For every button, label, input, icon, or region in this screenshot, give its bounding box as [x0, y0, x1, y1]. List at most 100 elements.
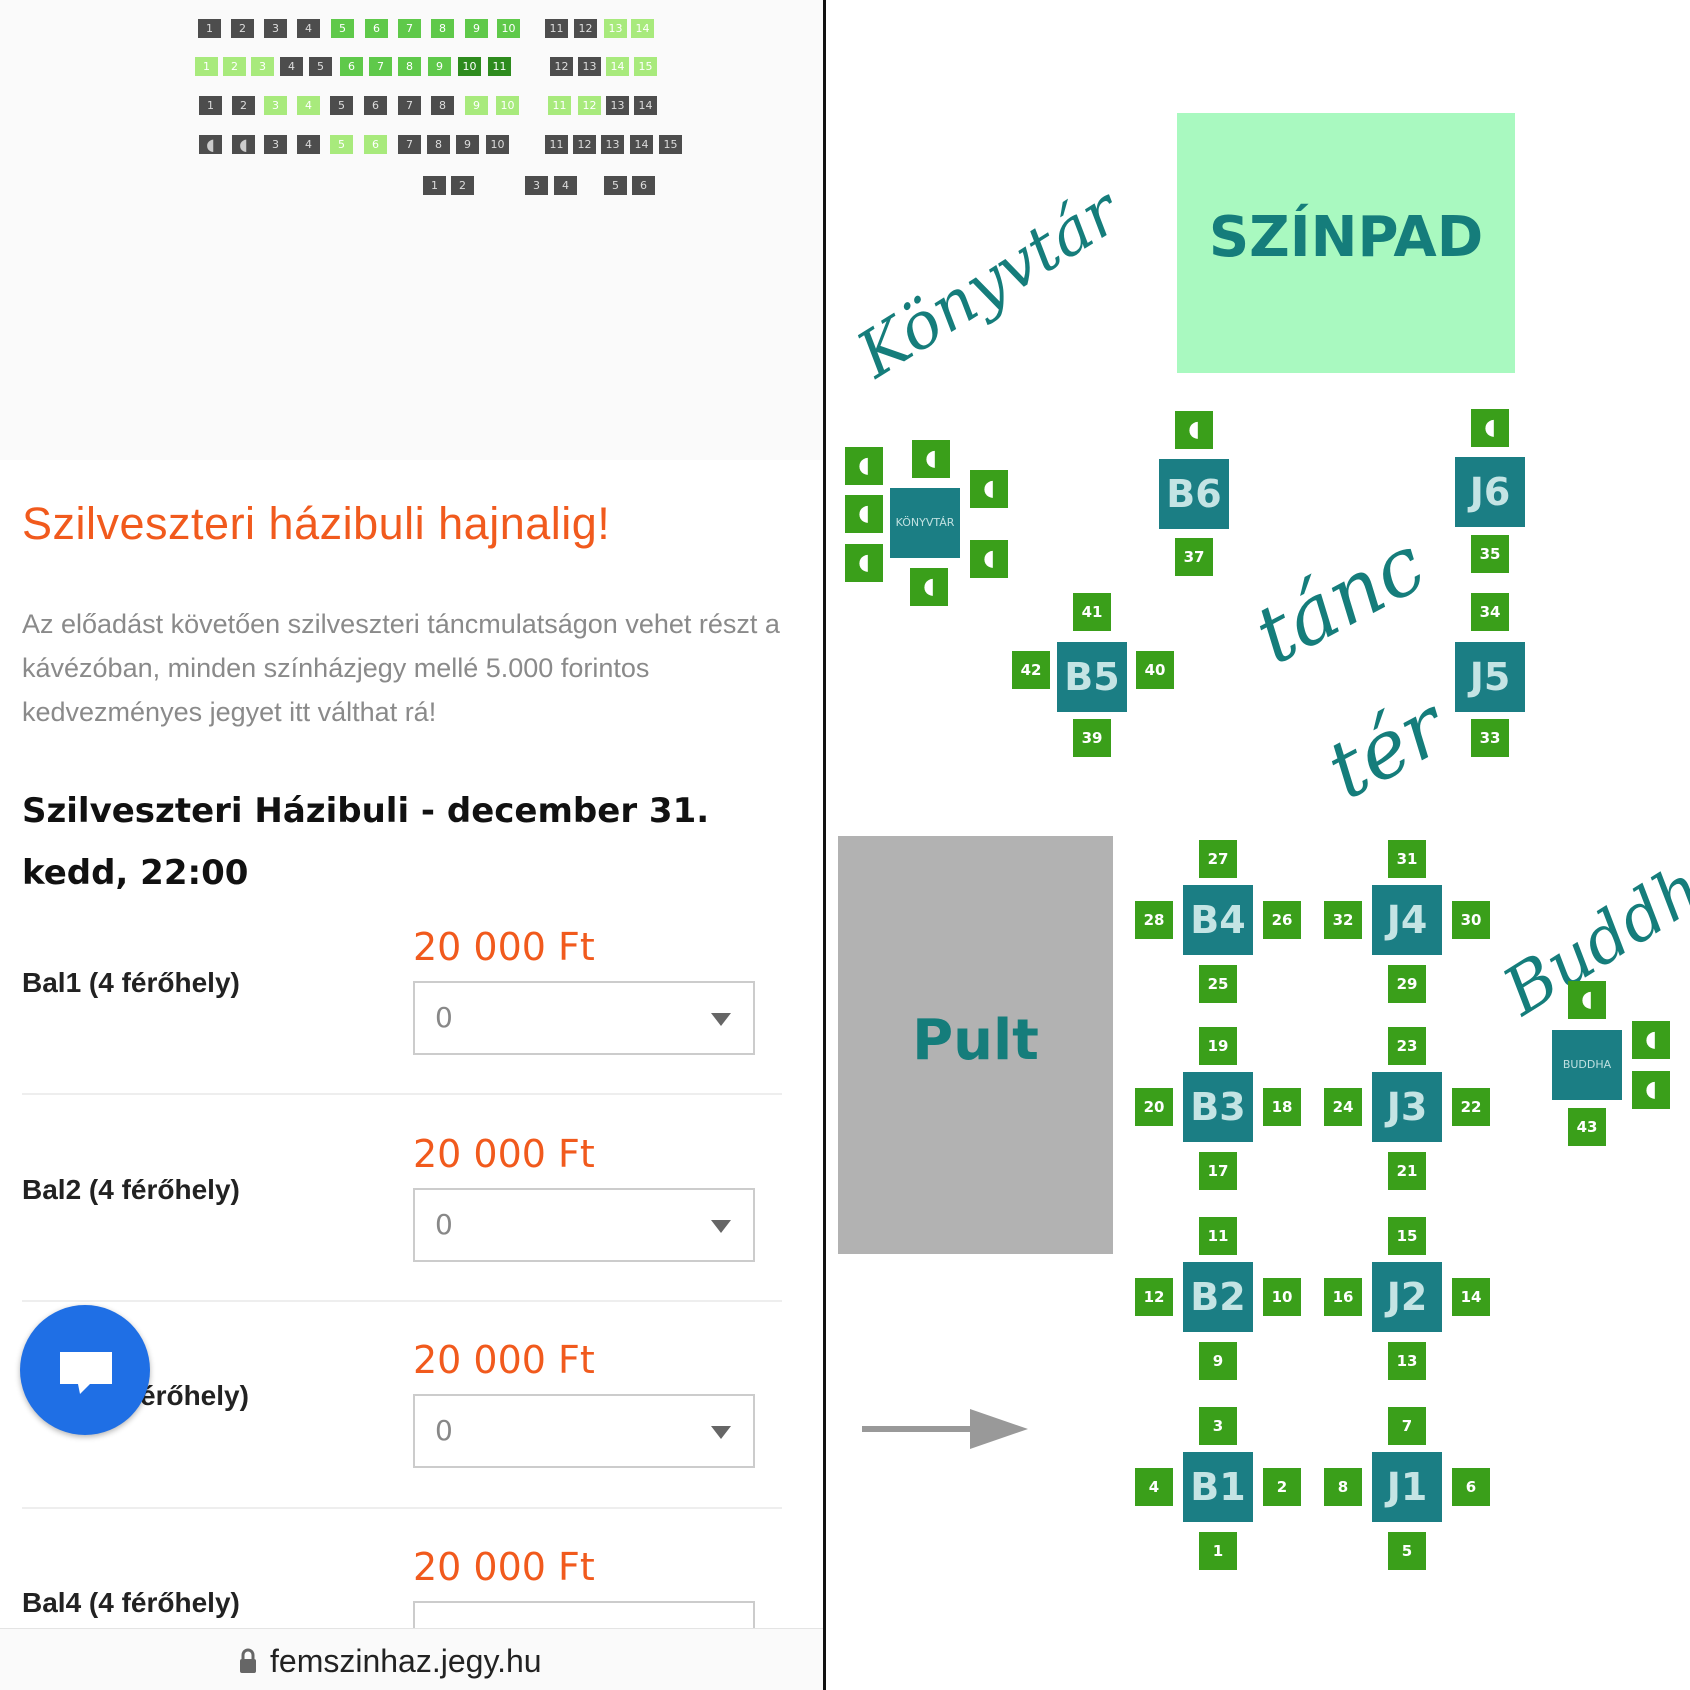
seat[interactable]: 1 — [195, 57, 218, 76]
chair-seat[interactable]: 3 — [1199, 1407, 1237, 1445]
seat[interactable]: 10 — [458, 57, 481, 76]
chair-seat[interactable]: 27 — [1199, 840, 1237, 878]
seat[interactable]: 11 — [545, 19, 568, 38]
seat[interactable]: 5 — [604, 176, 627, 195]
table-b4[interactable]: B4 — [1183, 885, 1253, 955]
seat[interactable]: 3 — [264, 135, 287, 154]
seat[interactable]: 6 — [364, 96, 387, 115]
chair-seat[interactable]: 5 — [1388, 1532, 1426, 1570]
chair-seat[interactable]: 41 — [1073, 593, 1111, 631]
quantity-select[interactable]: 0 — [413, 1394, 755, 1468]
chair-seat[interactable]: 19 — [1199, 1027, 1237, 1065]
seat[interactable]: 6 — [365, 19, 388, 38]
table-b3[interactable]: B3 — [1183, 1072, 1253, 1142]
chair-seat[interactable]: 29 — [1388, 965, 1426, 1003]
half-seat[interactable]: ◖ — [845, 447, 883, 485]
chair-seat[interactable]: 11 — [1199, 1217, 1237, 1255]
seat[interactable]: 9 — [456, 135, 479, 154]
chair-seat[interactable]: 14 — [1452, 1278, 1490, 1316]
table-j1[interactable]: J1 — [1372, 1452, 1442, 1522]
chair-seat[interactable]: 9 — [1199, 1342, 1237, 1380]
table-b5[interactable]: B5 — [1057, 642, 1127, 712]
seat[interactable]: 11 — [545, 135, 568, 154]
chair-seat[interactable]: 15 — [1388, 1217, 1426, 1255]
seat[interactable]: 11 — [488, 57, 511, 76]
table-j5[interactable]: J5 — [1455, 642, 1525, 712]
seat[interactable]: 12 — [574, 19, 597, 38]
chair-seat[interactable]: 18 — [1263, 1088, 1301, 1126]
chair-seat[interactable]: 13 — [1388, 1342, 1426, 1380]
seat[interactable]: 7 — [398, 19, 421, 38]
half-seat[interactable]: ◖ — [910, 568, 948, 606]
seat[interactable]: 10 — [486, 135, 509, 154]
seat[interactable]: 13 — [578, 57, 601, 76]
seat[interactable]: 3 — [251, 57, 274, 76]
chair-seat[interactable]: 23 — [1388, 1027, 1426, 1065]
half-seat[interactable]: ◖ — [1175, 411, 1213, 449]
chair-seat[interactable]: 28 — [1135, 901, 1173, 939]
seat[interactable]: 2 — [231, 19, 254, 38]
chair-seat[interactable]: 43 — [1568, 1108, 1606, 1146]
chair-seat[interactable]: 2 — [1263, 1468, 1301, 1506]
seat[interactable]: 15 — [659, 135, 682, 154]
seat[interactable]: 11 — [548, 96, 571, 115]
seat[interactable]: 14 — [630, 135, 653, 154]
chair-seat[interactable]: 34 — [1471, 593, 1509, 631]
seat[interactable]: 5 — [331, 19, 354, 38]
chair-seat[interactable]: 42 — [1012, 651, 1050, 689]
seat[interactable]: 1 — [423, 176, 446, 195]
table-j2[interactable]: J2 — [1372, 1262, 1442, 1332]
seat[interactable]: 12 — [573, 135, 596, 154]
seat[interactable]: 10 — [496, 96, 519, 115]
seat[interactable]: 4 — [297, 19, 320, 38]
seat[interactable]: 9 — [428, 57, 451, 76]
chair-seat[interactable]: 10 — [1263, 1278, 1301, 1316]
chair-seat[interactable]: 8 — [1324, 1468, 1362, 1506]
seat[interactable]: 2 — [451, 176, 474, 195]
table-j6[interactable]: J6 — [1455, 457, 1525, 527]
table-buddha[interactable]: BUDDHA — [1552, 1030, 1622, 1100]
chair-seat[interactable]: 7 — [1388, 1407, 1426, 1445]
half-seat[interactable]: ◖ — [1568, 981, 1606, 1019]
chair-seat[interactable]: 17 — [1199, 1152, 1237, 1190]
seat[interactable]: 8 — [431, 96, 454, 115]
seat[interactable]: 2 — [232, 96, 255, 115]
half-seat[interactable]: ◖ — [970, 470, 1008, 508]
seat[interactable]: 14 — [634, 96, 657, 115]
seat[interactable]: 6 — [364, 135, 387, 154]
seat[interactable]: 5 — [330, 96, 353, 115]
half-seat[interactable]: ◖ — [1632, 1071, 1670, 1109]
chair-seat[interactable]: 26 — [1263, 901, 1301, 939]
chair-seat[interactable]: 24 — [1324, 1088, 1362, 1126]
seat[interactable]: 7 — [398, 135, 421, 154]
seat[interactable]: 14 — [606, 57, 629, 76]
quantity-select[interactable]: 0 — [413, 1188, 755, 1262]
half-seat[interactable]: ◖ — [1471, 409, 1509, 447]
seat[interactable]: 4 — [297, 135, 320, 154]
table-b1[interactable]: B1 — [1183, 1452, 1253, 1522]
chair-seat[interactable]: 12 — [1135, 1278, 1173, 1316]
half-seat[interactable]: ◖ — [845, 495, 883, 533]
seat[interactable]: 1 — [199, 96, 222, 115]
seat[interactable]: 5 — [330, 135, 353, 154]
table-konyvtar[interactable]: KÖNYVTÁR — [890, 488, 960, 558]
table-j3[interactable]: J3 — [1372, 1072, 1442, 1142]
table-j4[interactable]: J4 — [1372, 885, 1442, 955]
table-b2[interactable]: B2 — [1183, 1262, 1253, 1332]
seat[interactable]: 12 — [578, 96, 601, 115]
chair-seat[interactable]: 6 — [1452, 1468, 1490, 1506]
seat[interactable]: 13 — [604, 19, 627, 38]
chair-seat[interactable]: 25 — [1199, 965, 1237, 1003]
seat[interactable]: 4 — [297, 96, 320, 115]
half-seat[interactable]: ◖ — [845, 544, 883, 582]
seat[interactable]: 5 — [309, 57, 332, 76]
chair-seat[interactable]: 32 — [1324, 901, 1362, 939]
seat[interactable]: 9 — [465, 19, 488, 38]
half-seat[interactable]: ◖ — [970, 540, 1008, 578]
table-b6[interactable]: B6 — [1159, 459, 1229, 529]
seat[interactable]: 12 — [550, 57, 573, 76]
chair-seat[interactable]: 16 — [1324, 1278, 1362, 1316]
chair-seat[interactable]: 33 — [1471, 719, 1509, 757]
chair-seat[interactable]: 39 — [1073, 719, 1111, 757]
chair-seat[interactable]: 21 — [1388, 1152, 1426, 1190]
